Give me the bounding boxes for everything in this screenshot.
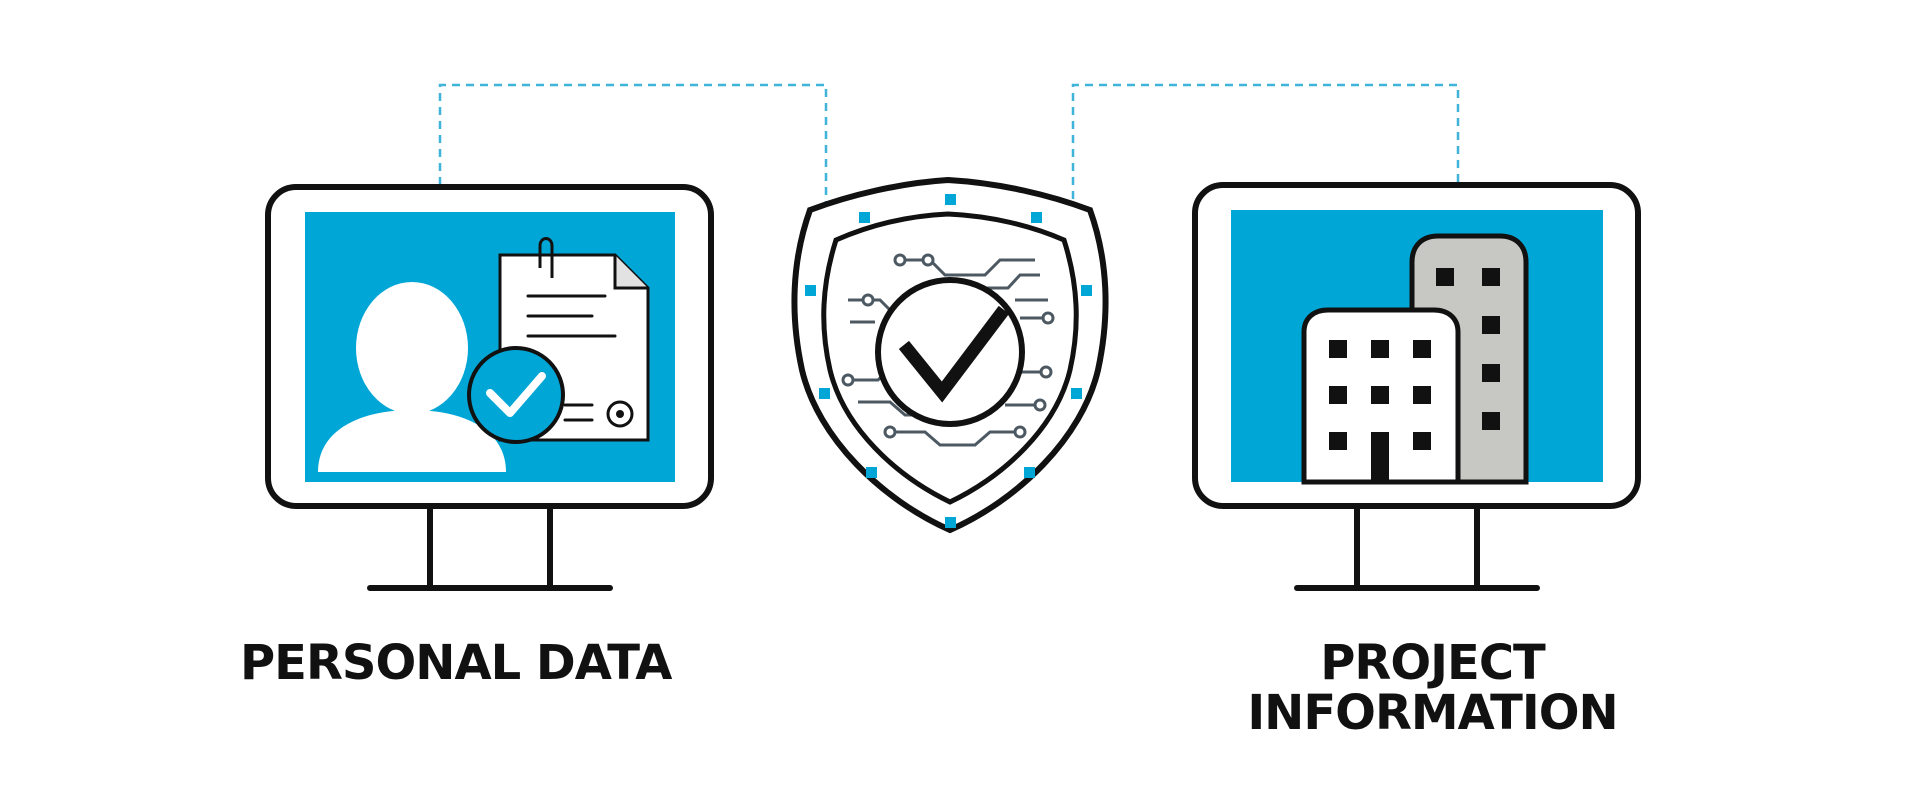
dashed-connectors — [438, 83, 1460, 265]
project-label-line-1: PROJECT — [1320, 635, 1546, 691]
check-badge-icon — [467, 346, 565, 444]
monitor-stand — [1294, 503, 1540, 591]
connector-left — [438, 83, 828, 265]
project-information-monitor — [1192, 182, 1641, 591]
shield-icon — [791, 176, 1109, 534]
paperclip-icon — [538, 237, 554, 278]
project-label-line-2: INFORMATION — [1247, 685, 1618, 742]
personal-data-label: PERSONAL DATA — [240, 635, 672, 691]
shield-check-circle — [875, 277, 1025, 427]
checkmark-icon — [898, 305, 1010, 403]
shield-dots — [805, 194, 1092, 528]
personal-data-monitor — [265, 184, 714, 591]
front-building-icon — [1301, 307, 1461, 485]
connector-right — [1071, 83, 1460, 255]
monitor-stand — [367, 503, 613, 591]
person-icon — [318, 282, 506, 472]
project-information-label: PROJECT INFORMATION — [1225, 638, 1640, 739]
circuit-nodes — [841, 253, 1055, 439]
